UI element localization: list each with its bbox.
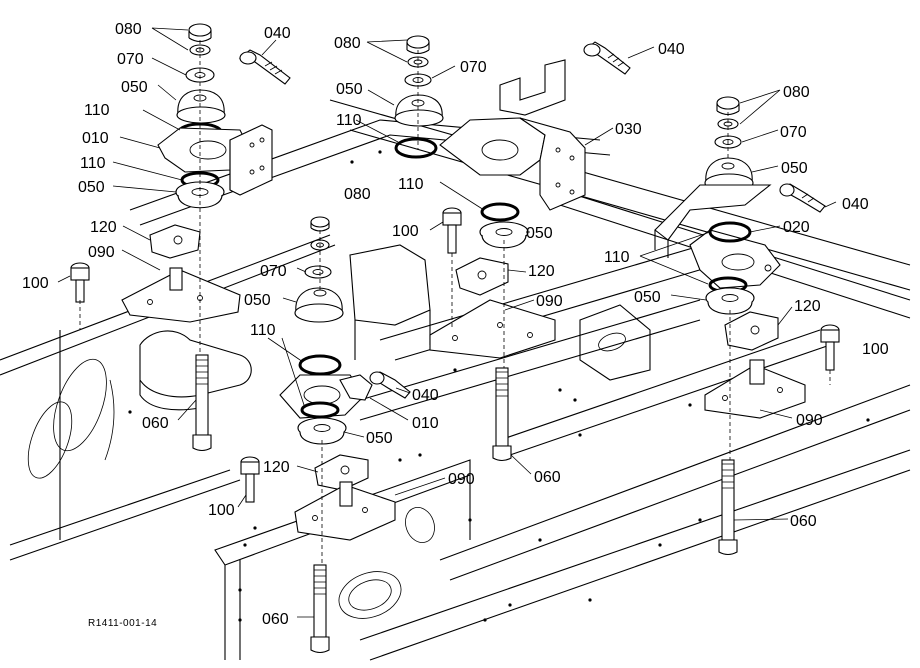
pad-120-center-lower [314, 454, 369, 491]
bolt-040-upper-center [583, 41, 631, 75]
label-100-d: 100 [862, 341, 889, 358]
part-labels: 080 070 050 110 010 110 050 120 090 100 … [22, 21, 889, 629]
cushion-050-right-bottom [705, 287, 755, 315]
o-ring-110-center [480, 202, 520, 222]
label-040-b: 040 [658, 41, 685, 58]
label-010-b: 010 [412, 415, 439, 432]
bracket-upper-left [229, 124, 273, 196]
mount-assembly-upper-left [70, 23, 291, 452]
label-080-a: 080 [115, 21, 142, 38]
label-020: 020 [783, 219, 810, 236]
bolt-040-center-lower [369, 371, 411, 399]
label-110-c: 110 [336, 112, 362, 129]
o-ring-110-center-lower-top [298, 354, 342, 376]
label-090-b: 090 [536, 293, 563, 310]
mount-assembly-upper-center [394, 35, 631, 462]
plate-090-center [429, 299, 556, 359]
label-110-b: 110 [80, 155, 106, 172]
label-060-a: 060 [142, 415, 169, 432]
label-010-a: 010 [82, 130, 109, 147]
label-050-e: 050 [244, 292, 271, 309]
cushion-050-center-lower-top [294, 287, 344, 323]
pad-120-right [724, 311, 779, 351]
bolt-060-right [718, 459, 738, 556]
label-050-a: 050 [121, 79, 148, 96]
label-120-c: 120 [263, 459, 290, 476]
label-100-c: 100 [208, 502, 235, 519]
label-090-a: 090 [88, 244, 115, 261]
label-070-c: 070 [260, 263, 287, 280]
o-ring-110-upper-center [394, 137, 438, 159]
label-040-d: 040 [842, 196, 869, 213]
mount-assembly-right [654, 96, 840, 556]
bolt-040-upper-left [238, 49, 291, 85]
label-120-d: 120 [794, 298, 821, 315]
nut-080-upper-left [188, 23, 212, 43]
bolt-100-center-lower [240, 456, 260, 503]
leader-lines [57, 27, 837, 618]
stopper-plate-010-center-lower [279, 374, 373, 419]
o-ring-110-center-lower-bottom [300, 401, 340, 419]
label-120-a: 120 [90, 219, 117, 236]
label-040-c: 040 [412, 387, 439, 404]
bracket-020 [654, 184, 781, 289]
label-110-f: 110 [604, 249, 630, 266]
label-080-b: 080 [334, 35, 361, 52]
label-110-e: 110 [250, 322, 276, 339]
plate-090-center-lower [294, 481, 396, 541]
mount-assembly-center-lower [240, 216, 411, 654]
label-040-a: 040 [264, 25, 291, 42]
label-090-d: 090 [796, 412, 823, 429]
pad-120-center [455, 257, 509, 296]
label-100-b: 100 [392, 223, 419, 240]
cushion-050-upper-left-top [176, 89, 226, 124]
label-110-a: 110 [84, 102, 110, 119]
label-030: 030 [615, 121, 642, 138]
drawing-code: R1411-001-14 [88, 618, 157, 629]
label-090-c: 090 [448, 471, 475, 488]
bolt-100-right [820, 324, 840, 371]
bolt-040-right [779, 183, 826, 213]
label-050-g: 050 [781, 160, 808, 177]
plate-090-right [704, 359, 806, 419]
label-050-f: 050 [366, 430, 393, 447]
label-070-d: 070 [780, 124, 807, 141]
bolt-100-left [70, 262, 90, 303]
label-060-c: 060 [262, 611, 289, 628]
nut-080-upper-center [406, 35, 430, 55]
label-060-d: 060 [790, 513, 817, 530]
nut-080-center-lower [310, 216, 330, 228]
label-120-b: 120 [528, 263, 555, 280]
label-050-h: 050 [634, 289, 661, 306]
bolt-100-center [442, 207, 462, 254]
label-070-a: 070 [117, 51, 144, 68]
label-070-b: 070 [460, 59, 487, 76]
cushion-050-upper-center [394, 94, 444, 127]
bracket-030 [439, 59, 586, 211]
label-050-b: 050 [78, 179, 105, 196]
cushion-050-center-lower-bottom [297, 417, 347, 445]
label-080-d: 080 [783, 84, 810, 101]
label-100-a: 100 [22, 275, 49, 292]
label-110-d: 110 [398, 176, 424, 193]
nut-080-right [716, 96, 740, 116]
bolt-060-center-lower [310, 564, 330, 654]
bolt-060-left [192, 354, 212, 452]
plate-090-upper-left [121, 267, 241, 323]
label-050-c: 050 [336, 81, 363, 98]
frame-chassis [0, 99, 911, 661]
label-080-c: 080 [344, 186, 371, 203]
label-050-d: 050 [526, 225, 553, 242]
pad-120-upper-left [149, 224, 201, 259]
label-060-b: 060 [534, 469, 561, 486]
bolt-060-center [492, 367, 512, 462]
